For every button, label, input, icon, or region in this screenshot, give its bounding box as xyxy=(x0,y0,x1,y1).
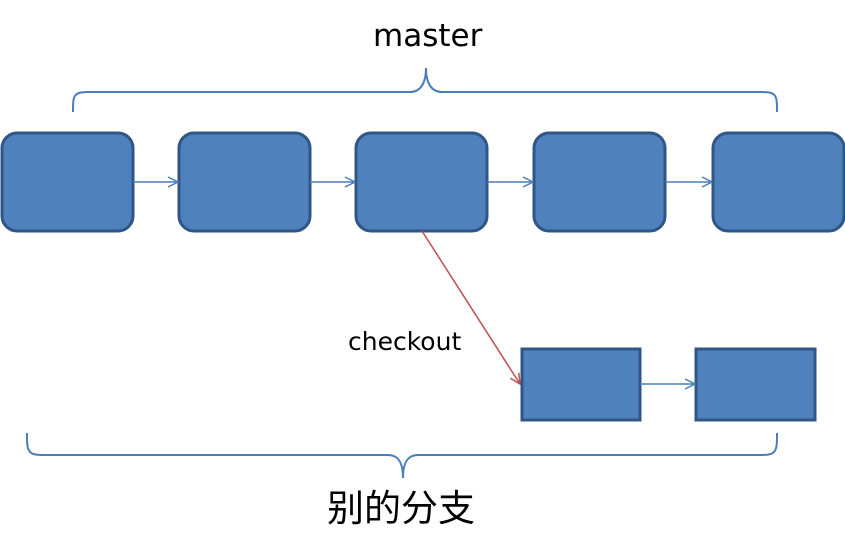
commit-node xyxy=(354,131,489,233)
commit-node xyxy=(177,131,312,233)
master-commit-nodes xyxy=(0,131,845,233)
checkout-arrow xyxy=(421,230,520,384)
commit-node xyxy=(532,131,667,233)
master-brace xyxy=(72,67,778,113)
commit-node xyxy=(694,347,817,422)
master-branch-label: master xyxy=(373,18,483,54)
commit-node xyxy=(520,347,642,422)
other-branch-brace xyxy=(26,432,778,479)
branch-commit-nodes xyxy=(520,347,817,422)
commit-node xyxy=(0,131,135,233)
commit-node xyxy=(711,131,845,233)
other-branch-label: 别的分支 xyxy=(327,487,475,530)
checkout-label: checkout xyxy=(348,327,462,356)
